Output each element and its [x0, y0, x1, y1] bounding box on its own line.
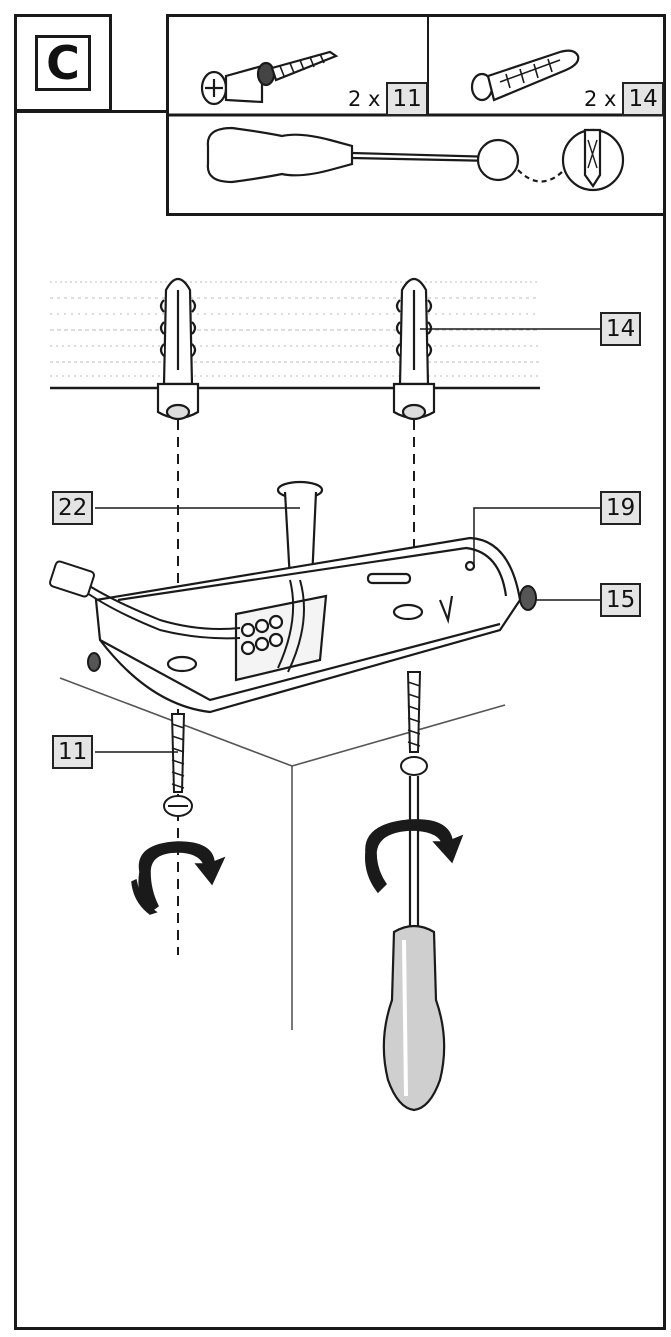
- adjustment-knob: [87, 585, 537, 672]
- dowel-right: [392, 277, 436, 421]
- step-letter: C: [35, 35, 91, 91]
- room-corner-lines: [59, 677, 506, 1030]
- screw-part-icon: [200, 50, 339, 106]
- dowel-part-number: 14: [622, 82, 664, 116]
- callout-dowel: 14: [600, 312, 642, 346]
- callout-screw: 11: [52, 735, 94, 769]
- dowel-quantity: 2 x 14: [584, 82, 664, 116]
- screwdriver: [382, 776, 446, 1112]
- leader-lines: [95, 328, 600, 753]
- rotation-arrow-right: [365, 819, 464, 894]
- screw-part-number: 11: [386, 82, 428, 116]
- dowel-part-icon: [470, 49, 580, 102]
- mounting-bracket: [94, 536, 522, 714]
- screwdriver-tool-icon: [206, 126, 625, 192]
- rotation-arrow-left: [131, 841, 226, 915]
- ceiling-texture: [50, 281, 540, 377]
- callout-cable: 22: [52, 491, 94, 525]
- bracket-wires: [49, 560, 305, 673]
- callout-knob: 15: [600, 583, 642, 617]
- dowel-quantity-text: 2 x: [584, 87, 617, 111]
- dowel-left: [156, 277, 200, 421]
- screw-quantity: 2 x 11: [348, 82, 428, 116]
- mounting-screw-right: [400, 671, 428, 776]
- mounting-screw-left: [163, 713, 193, 817]
- step-box: C: [14, 14, 112, 112]
- callout-bracket: 19: [600, 491, 642, 525]
- ceiling-cable: [276, 480, 324, 582]
- screw-quantity-text: 2 x: [348, 87, 381, 111]
